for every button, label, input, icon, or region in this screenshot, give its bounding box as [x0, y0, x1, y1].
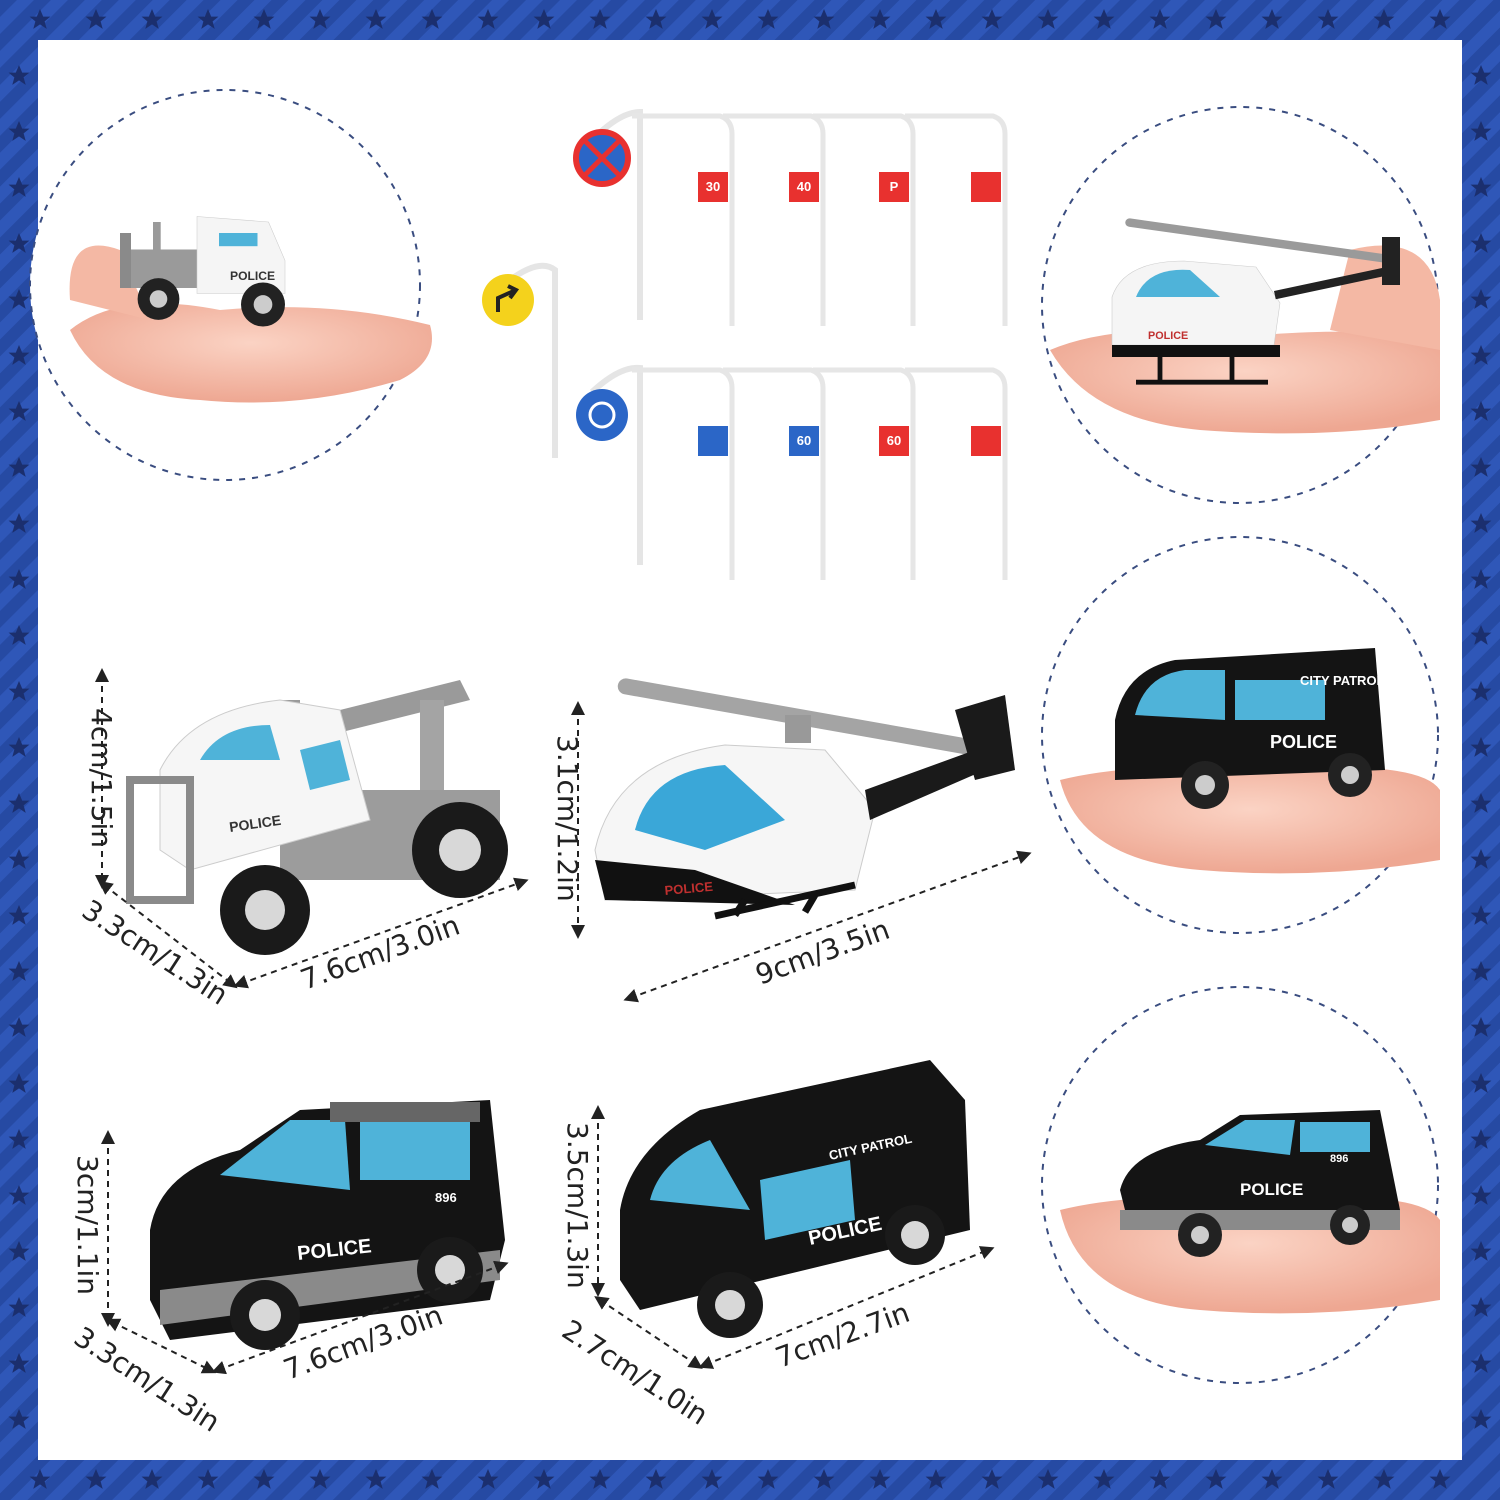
hand-circle-helicopter: POLICE [1041, 106, 1440, 504]
van-police-decal-small: POLICE [1270, 732, 1337, 752]
heli-police-decal-small: POLICE [1148, 330, 1188, 342]
sign-curve [482, 262, 558, 458]
heli-height-label: 3.1cm/1.2in [551, 735, 584, 902]
suv-number: 896 [435, 1190, 457, 1205]
top-sign-4 [905, 113, 1008, 326]
top-sign-1: 30 [632, 113, 735, 326]
tow-truck-icon: POLICE [120, 216, 286, 327]
bottom-sign-4 [905, 367, 1008, 580]
hand-circle-tow-truck: POLICE [29, 89, 432, 481]
bottom-sign-label-3: 60 [887, 433, 901, 448]
hand-icon [70, 303, 432, 403]
suv-height-label: 3cm/1.1in [71, 1155, 104, 1295]
bottom-sign-3: 60 [813, 367, 916, 580]
road-signs-group: 30 40 P 60 60 [482, 108, 1008, 580]
suv-icon: POLICE 896 [1120, 1110, 1400, 1257]
tow-police-decal: POLICE [228, 812, 282, 835]
top-sign-label-2: 40 [797, 179, 811, 194]
suv-number-small: 896 [1330, 1153, 1348, 1165]
top-sign-3: P [813, 113, 916, 326]
van-patrol-decal-small: CITY PATROL [1300, 673, 1385, 688]
bottom-sign-2: 60 [723, 367, 826, 580]
suv-police-decal-small: POLICE [1240, 1180, 1303, 1199]
curve-arrow-icon [482, 274, 534, 326]
sign-no-stopping [573, 108, 643, 320]
van-height-label: 3.5cm/1.3in [561, 1122, 594, 1289]
tow-height-label: 4cm/1.5in [85, 708, 118, 848]
dimension-arrows [95, 668, 1032, 1375]
bottom-sign-label-2: 60 [797, 433, 811, 448]
roundabout-icon [576, 389, 628, 441]
tow-truck-large: POLICE [126, 680, 508, 955]
tow-police-decal-small: POLICE [230, 269, 275, 283]
hand-circle-suv: POLICE 896 [1041, 986, 1440, 1384]
top-sign-label-1: 30 [706, 179, 720, 194]
bottom-sign-1 [632, 367, 735, 580]
hand-circle-van: CITY PATROL POLICE [1041, 536, 1440, 934]
helicopter-icon: POLICE [1111, 218, 1400, 385]
top-sign-label-3: P [890, 179, 899, 194]
top-sign-2: 40 [723, 113, 826, 326]
van-icon: CITY PATROL POLICE [1115, 648, 1385, 809]
